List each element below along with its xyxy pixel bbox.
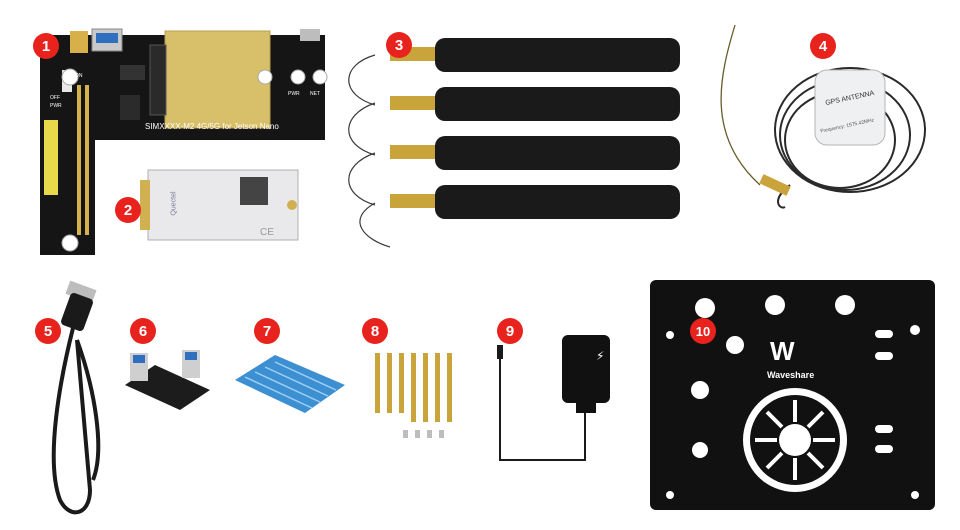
- callout-3: 3: [386, 32, 412, 58]
- led-label-net: NET: [310, 91, 320, 97]
- callout-4: 4: [810, 33, 836, 59]
- standoffs: [365, 345, 470, 445]
- callout-10: 10: [690, 318, 716, 344]
- switch-label-off: OFF: [50, 95, 60, 101]
- callout-6: 6: [130, 318, 156, 344]
- callout-7: 7: [254, 318, 280, 344]
- module-brand: Quectel: [170, 191, 178, 216]
- board-silkscreen: SIMXXXX-M2 4G/5G for Jetson Nano: [145, 122, 279, 131]
- callout-1: 1: [33, 33, 59, 59]
- heatsink: [230, 345, 350, 415]
- switch-label-on: ON: [75, 73, 83, 79]
- power-adapter: ⚡: [490, 330, 640, 470]
- usb-cable: [35, 280, 125, 520]
- expansion-board: SIMXXXX-M2 4G/5G for Jetson Nano ON OFF …: [30, 25, 350, 260]
- callout-5: 5: [35, 318, 61, 344]
- case-plate-brand: Waveshare: [767, 370, 815, 380]
- callout-2: 2: [115, 197, 141, 223]
- svg-text:⚡: ⚡: [596, 349, 604, 363]
- switch-label-pwr: PWR: [50, 103, 62, 109]
- case-plate: W Waveshare: [650, 280, 935, 510]
- callout-9: 9: [497, 318, 523, 344]
- svg-text:CE: CE: [260, 227, 274, 238]
- m2-module: CE Quectel: [140, 165, 305, 245]
- cellular-antennas: [335, 25, 685, 280]
- svg-text:W: W: [770, 336, 795, 366]
- gps-antenna: GPS ANTENNA Frequency: 1575.42MHz: [700, 15, 950, 225]
- callout-8: 8: [362, 318, 388, 344]
- led-label-pwr: PWR: [288, 91, 300, 97]
- usb-adapter: [120, 345, 215, 415]
